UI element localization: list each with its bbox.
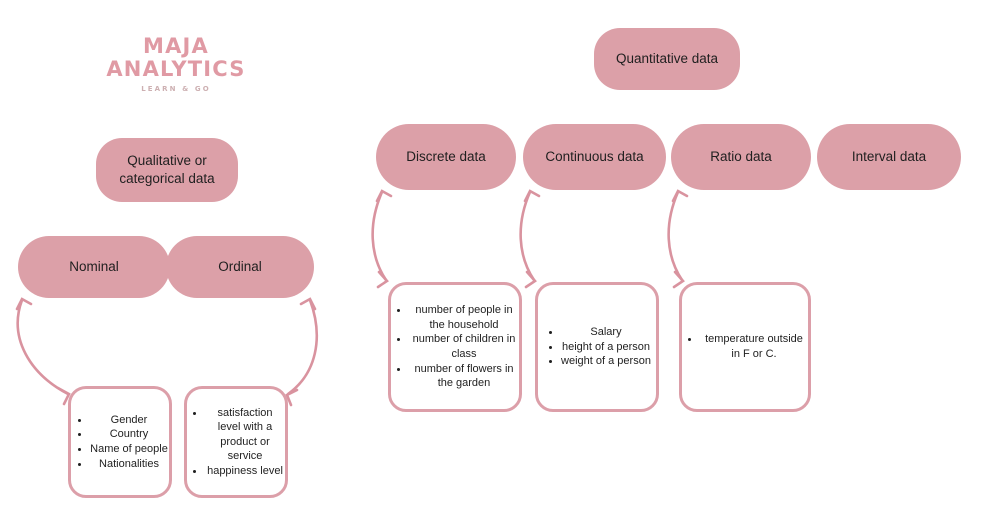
example-item: number of people in the household — [409, 303, 519, 332]
example-item: happiness level — [205, 464, 285, 479]
examples-list: GenderCountryName of peopleNationalities — [72, 413, 168, 471]
example-item: temperature outside in F or C. — [700, 332, 808, 361]
arrow-nominal-to-examples — [15, 297, 71, 406]
node-label: Quantitative data — [615, 50, 719, 66]
node-interval-data[interactable]: Interval data — [817, 124, 961, 190]
node-quantitative-root[interactable]: Quantitative data — [594, 28, 740, 90]
node-ratio-data[interactable]: Ratio data — [671, 124, 811, 190]
example-item: weight of a person — [561, 354, 651, 369]
examples-nominal: GenderCountryName of peopleNationalities — [68, 386, 172, 498]
example-item: Salary — [561, 325, 651, 340]
node-label: Ordinal — [218, 258, 262, 274]
node-nominal[interactable]: Nominal — [18, 236, 170, 298]
node-label: Continuous data — [545, 148, 644, 164]
example-item: height of a person — [561, 340, 651, 355]
logo-tagline: LEARN & GO — [141, 85, 211, 93]
examples-ordinal: satisfaction level with a product or ser… — [184, 386, 288, 498]
node-continuous-data[interactable]: Continuous data — [523, 124, 666, 190]
examples-list: temperature outside in F or C. — [682, 332, 808, 361]
examples-continuous: Salaryheight of a personweight of a pers… — [535, 282, 659, 412]
example-item: Gender — [90, 413, 168, 428]
example-item: Nationalities — [90, 457, 168, 472]
brand-logo: MAJA ANALYTICS LEARN & GO — [106, 36, 246, 93]
examples-list: satisfaction level with a product or ser… — [187, 406, 285, 479]
example-item: number of children in class — [409, 332, 519, 361]
logo-line-1: MAJA — [142, 34, 210, 58]
example-item: number of flowers in the garden — [409, 362, 519, 391]
example-item: satisfaction level with a product or ser… — [205, 406, 285, 464]
examples-ratio: temperature outside in F or C. — [679, 282, 811, 412]
examples-list: number of people in the householdnumber … — [391, 303, 519, 390]
node-label: Interval data — [851, 148, 927, 164]
example-item: Name of people — [90, 442, 168, 457]
node-label: Qualitative or categorical data — [119, 152, 215, 186]
examples-discrete: number of people in the householdnumber … — [388, 282, 522, 412]
node-label: Ratio data — [710, 148, 772, 164]
node-label: Nominal — [69, 258, 119, 274]
logo-line-2: ANALYTICS — [106, 57, 246, 81]
arrow-ordinal-to-examples — [285, 297, 318, 407]
arrow-discrete-to-examples — [371, 189, 393, 289]
node-ordinal[interactable]: Ordinal — [166, 236, 314, 298]
node-qualitative-root[interactable]: Qualitative or categorical data — [96, 138, 238, 202]
node-discrete-data[interactable]: Discrete data — [376, 124, 516, 190]
arrow-ratio-to-examples — [667, 189, 689, 289]
examples-list: Salaryheight of a personweight of a pers… — [543, 325, 651, 369]
node-label: Discrete data — [406, 148, 486, 164]
example-item: Country — [90, 427, 168, 442]
arrow-continuous-to-examples — [519, 189, 541, 289]
